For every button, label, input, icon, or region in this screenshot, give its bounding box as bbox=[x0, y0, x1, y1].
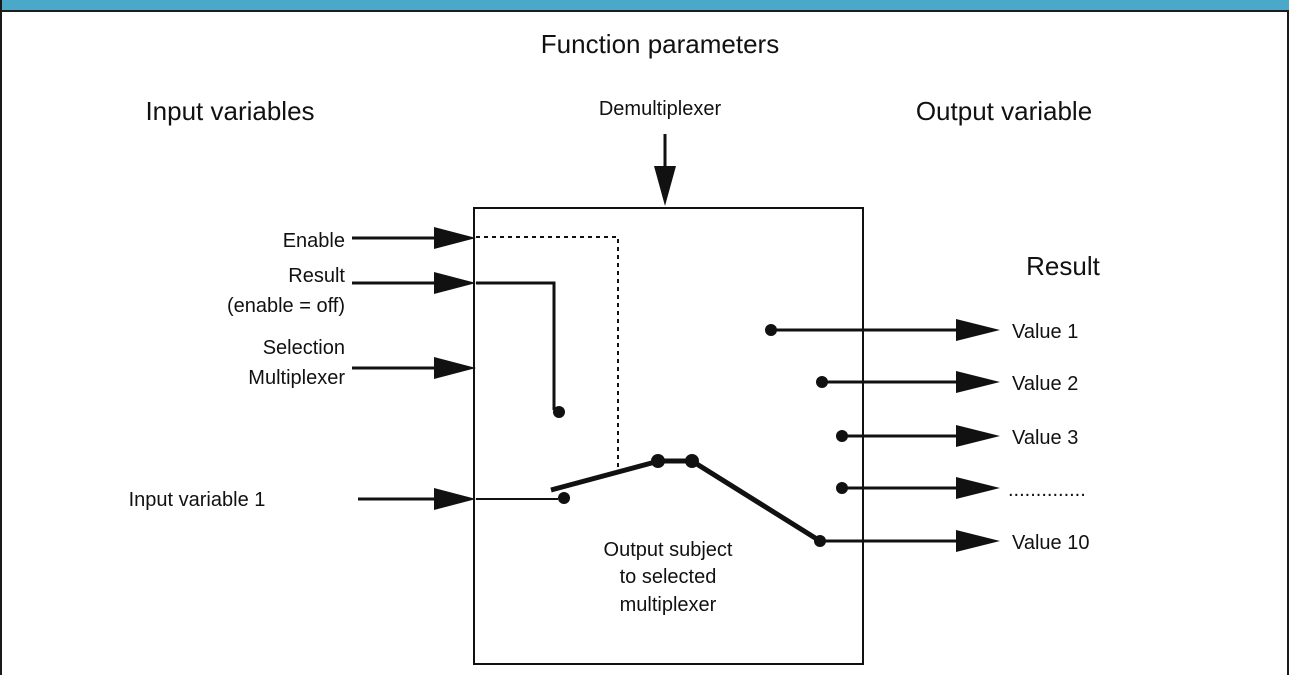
output-2-arrow-head bbox=[956, 371, 1000, 393]
note-line2: to selected bbox=[620, 566, 717, 588]
value-2-label: Value 2 bbox=[1012, 373, 1078, 395]
function-parameters-heading: Function parameters bbox=[541, 29, 779, 59]
input-variable-1-label: Input variable 1 bbox=[129, 489, 266, 511]
output-1-arrow-head bbox=[956, 319, 1000, 341]
output-variable-heading: Output variable bbox=[916, 96, 1092, 126]
result-heading: Result bbox=[1026, 251, 1100, 281]
switch-arm-right bbox=[690, 458, 822, 544]
result-path-line bbox=[476, 281, 556, 410]
enable-dashed-line bbox=[476, 236, 619, 470]
parameter-arrow-head bbox=[654, 166, 676, 206]
result-input-label-line2: (enable = off) bbox=[227, 295, 345, 317]
note-line1: Output subject bbox=[604, 539, 733, 561]
result-input-label-line1: Result bbox=[288, 265, 345, 287]
selection-arrow-head bbox=[434, 357, 476, 379]
output-n-arrow-head bbox=[956, 477, 1000, 499]
result-arrow-head bbox=[434, 272, 476, 294]
ellipsis-label: .............. bbox=[1008, 479, 1086, 501]
selection-label-line1: Selection bbox=[263, 337, 345, 359]
value-1-label: Value 1 bbox=[1012, 321, 1078, 343]
note-line3: multiplexer bbox=[620, 594, 717, 616]
output-3-arrow-head bbox=[956, 425, 1000, 447]
switch-pivot-right bbox=[685, 454, 699, 468]
result-contact-dot bbox=[553, 406, 565, 418]
selection-label-line2: Multiplexer bbox=[248, 367, 345, 389]
value-3-label: Value 3 bbox=[1012, 427, 1078, 449]
enable-label: Enable bbox=[283, 230, 345, 252]
switch-pivot-left bbox=[651, 454, 665, 468]
demultiplexer-label: Demultiplexer bbox=[599, 98, 722, 120]
switch-arm-left bbox=[550, 458, 660, 493]
value-10-label: Value 10 bbox=[1012, 532, 1089, 554]
enable-arrow-head bbox=[434, 227, 476, 249]
output-10-arrow-head bbox=[956, 530, 1000, 552]
input-variables-heading: Input variables bbox=[145, 96, 314, 126]
input-variable-arrow-head bbox=[434, 488, 476, 510]
input-contact-dot bbox=[558, 492, 570, 504]
title-bar bbox=[2, 0, 1289, 12]
